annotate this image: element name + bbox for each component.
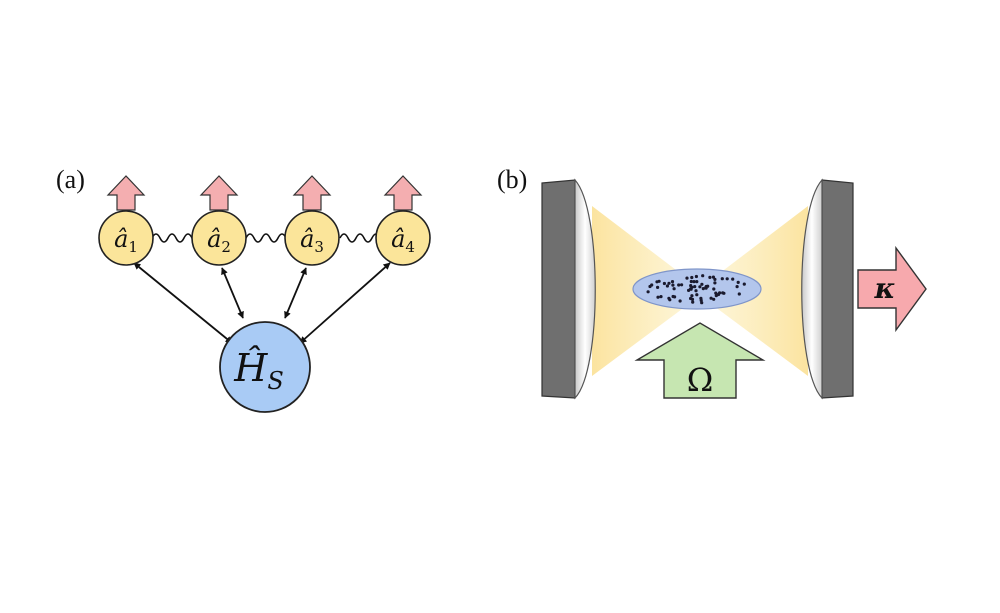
atom-dot (671, 294, 675, 299)
atom-dot (725, 277, 729, 281)
mode-3-subscript: 3 (314, 238, 324, 256)
left-mirror (541, 178, 596, 400)
mode-2-symbol: â (207, 225, 221, 253)
atom-cloud (632, 268, 762, 310)
svg-text:â4: â4 (391, 225, 415, 256)
loss-label: κ (874, 272, 896, 305)
emission-arrow-1 (106, 175, 146, 211)
atom-dot (712, 297, 716, 301)
atom-dots (646, 274, 746, 305)
mode-4-subscript: 4 (405, 238, 415, 256)
atom-dot (667, 296, 671, 300)
atom-dot (701, 274, 705, 278)
mode-4-symbol: â (391, 225, 405, 253)
panel-b-label: (b) (497, 165, 527, 194)
mode-1-symbol: â (114, 225, 128, 253)
atom-dot (700, 301, 704, 305)
svg-text:â3: â3 (300, 225, 324, 256)
interaction-arrow-2 (221, 267, 244, 319)
atom-dot (713, 281, 717, 285)
atom-dot (692, 280, 696, 284)
atom-dot (657, 279, 661, 283)
atom-dot (691, 300, 695, 304)
mode-2-subscript: 2 (221, 238, 231, 256)
atom-dot (708, 275, 712, 279)
atom-dot (721, 291, 725, 295)
atom-dot (714, 291, 718, 295)
atom-dot (685, 276, 689, 280)
atom-dot (650, 283, 654, 287)
mode-4: â4 (375, 210, 431, 266)
svg-text:ĤS: ĤS (233, 346, 284, 395)
atom-dot (693, 285, 697, 289)
atom-dot (737, 292, 741, 296)
interaction-arrow-4 (299, 262, 391, 344)
emission-arrow-4 (383, 175, 423, 211)
atom-dot (735, 285, 739, 289)
atom-dot (678, 299, 682, 303)
interaction-arrow-3 (284, 267, 307, 319)
atom-dot (689, 284, 693, 288)
atom-dot (694, 274, 699, 279)
atom-dot (665, 284, 670, 288)
atom-dot (718, 291, 722, 295)
mode-2: â2 (191, 210, 247, 266)
mode-3: â3 (284, 210, 340, 266)
atom-dot (698, 285, 702, 289)
panel-b: (b) Ω κ (497, 165, 927, 400)
atom-dot (695, 293, 699, 297)
atom-dot (695, 280, 699, 284)
mode-1: â1 (98, 210, 154, 266)
atom-dot (736, 280, 740, 284)
mode-1-subscript: 1 (128, 238, 138, 256)
drive-label: Ω (687, 361, 714, 399)
atom-dot (704, 286, 708, 290)
interaction-arrow-1 (133, 262, 233, 344)
atom-dot (742, 282, 746, 286)
atom-dot (701, 287, 705, 291)
emission-arrow-3 (292, 175, 332, 211)
hamiltonian-subscript: S (267, 367, 283, 395)
mode-3-symbol: â (300, 225, 314, 253)
atom-dot (670, 280, 675, 284)
atom-dot (713, 277, 717, 281)
atom-dot (672, 287, 676, 291)
atom-dot (677, 283, 681, 287)
atom-dot (694, 289, 698, 293)
panel-a-label: (a) (56, 165, 85, 194)
atom-dot (646, 290, 650, 294)
atom-dot (711, 275, 716, 279)
atom-dot (720, 277, 724, 281)
system-hamiltonian: ĤS (219, 321, 311, 413)
atom-dot (731, 277, 735, 281)
atom-dot (667, 281, 671, 285)
atom-dot (659, 295, 663, 299)
panel-a: (a) â1 â2 â3 â4 (56, 165, 431, 413)
right-mirror (801, 178, 854, 400)
atom-dot (656, 285, 660, 289)
atom-dot (690, 275, 694, 280)
atom-dot (689, 279, 693, 284)
atom-dot (690, 294, 694, 298)
atom-dot (700, 282, 704, 286)
svg-text:â2: â2 (207, 225, 231, 256)
atom-dot (662, 281, 667, 286)
atom-dot (712, 287, 716, 291)
atom-dot (680, 283, 684, 287)
loss-arrow: κ (857, 245, 927, 333)
emission-arrow-2 (199, 175, 239, 211)
atom-dot (690, 297, 695, 301)
atom-dot (656, 295, 660, 299)
hamiltonian-symbol: Ĥ (233, 346, 268, 390)
drive-arrow: Ω (634, 322, 766, 399)
atom-dot (709, 296, 713, 300)
svg-text:â1: â1 (114, 225, 138, 256)
atom-dot (671, 283, 675, 287)
